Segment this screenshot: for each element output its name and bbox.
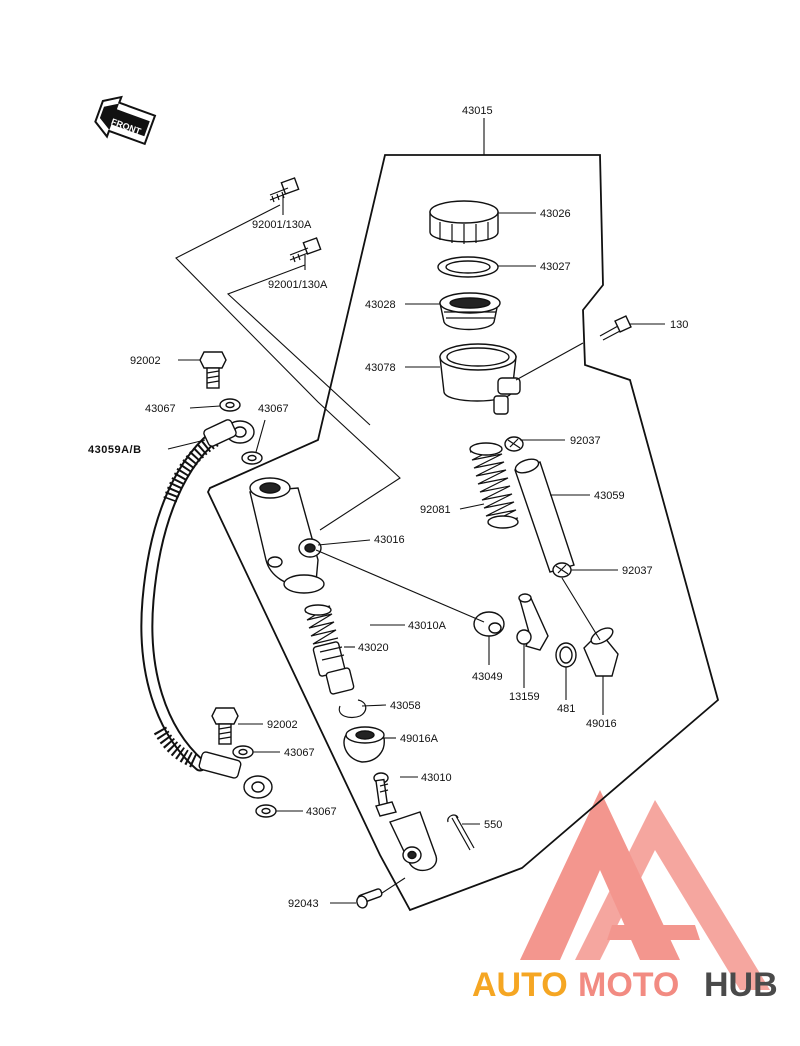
bolt-92001-lower xyxy=(289,237,322,263)
cotter-pin-550 xyxy=(447,814,475,851)
label-49016a: 49016A xyxy=(400,733,439,745)
circlip-43058 xyxy=(338,699,367,719)
diaphragm xyxy=(439,292,501,331)
bolt-130 xyxy=(599,315,632,341)
bolt-92002-upper xyxy=(199,351,227,389)
label-92001-lower: 92001/130A xyxy=(268,279,328,291)
label-481: 481 xyxy=(557,703,575,715)
diaphragm-plate xyxy=(437,256,499,278)
label-43058: 43058 xyxy=(390,700,421,712)
label-43059: 43059 xyxy=(594,490,625,502)
label-43078: 43078 xyxy=(365,362,396,374)
hose-clip-92037-lower xyxy=(552,562,572,578)
leader-lines xyxy=(167,195,665,904)
reservoir-body xyxy=(439,343,521,415)
label-43020: 43020 xyxy=(358,642,389,654)
bolt-92002-lower xyxy=(211,707,239,745)
clevis-pin-92043 xyxy=(356,888,383,909)
label-13159: 13159 xyxy=(509,691,540,703)
o-ring-481 xyxy=(555,642,577,668)
assembly-outline xyxy=(206,118,720,912)
label-43067-a: 43067 xyxy=(145,403,176,415)
label-92002-lower: 92002 xyxy=(267,719,298,731)
spring-92081 xyxy=(469,442,519,529)
hose-clip-92037-upper xyxy=(504,436,524,452)
label-92037-upper: 92037 xyxy=(570,435,601,447)
watermark-text-hub: HUB xyxy=(704,966,778,1004)
label-130: 130 xyxy=(670,319,688,331)
label-43028: 43028 xyxy=(365,299,396,311)
master-cylinder-body xyxy=(249,477,325,594)
piston-43020 xyxy=(304,604,355,695)
label-43016: 43016 xyxy=(374,534,405,546)
label-43010a: 43010A xyxy=(408,620,447,632)
watermark-logo xyxy=(520,790,770,990)
label-43067-d: 43067 xyxy=(306,806,337,818)
label-92037-lower: 92037 xyxy=(622,565,653,577)
label-43067-b: 43067 xyxy=(258,403,289,415)
part-labels: 43015 43026 43027 43028 43078 130 92001/… xyxy=(88,105,688,910)
grommet-43049 xyxy=(473,611,505,637)
label-550: 550 xyxy=(484,819,502,831)
cap-49016 xyxy=(583,627,619,677)
push-rod-43010 xyxy=(373,772,438,872)
label-92081: 92081 xyxy=(420,504,451,516)
bolt-92001-upper xyxy=(269,177,300,203)
hose-joint-13159 xyxy=(516,593,549,651)
label-49016: 49016 xyxy=(586,718,617,730)
label-43059ab: 43059A/B xyxy=(88,444,142,456)
brake-hose xyxy=(140,419,273,799)
label-43010: 43010 xyxy=(421,772,452,784)
reservoir-hose xyxy=(514,458,575,573)
label-43067-c: 43067 xyxy=(284,747,315,759)
reservoir-cap xyxy=(429,200,499,244)
label-92001-upper: 92001/130A xyxy=(252,219,312,231)
label-43049: 43049 xyxy=(472,671,503,683)
front-arrow-icon xyxy=(94,95,157,146)
label-92002-upper: 92002 xyxy=(130,355,161,367)
label-43027: 43027 xyxy=(540,261,571,273)
watermark-text-auto: AUTO xyxy=(472,966,568,1004)
dust-boot-49016a xyxy=(343,726,385,763)
label-43026: 43026 xyxy=(540,208,571,220)
label-92043: 92043 xyxy=(288,898,319,910)
label-43015: 43015 xyxy=(462,105,493,117)
watermark-text-moto: MOTO xyxy=(578,966,679,1004)
